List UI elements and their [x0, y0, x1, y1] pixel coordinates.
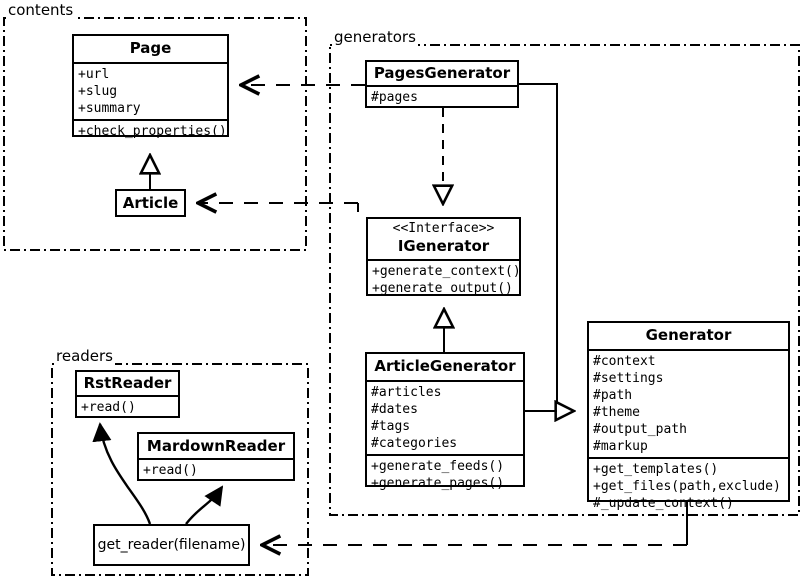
class-attributes-pages-generator: #pages [367, 85, 517, 108]
package-frame-generators [329, 44, 800, 516]
class-name-rst-reader: RstReader [83, 374, 172, 392]
attribute-row: +slug [78, 84, 118, 99]
relation-getreader-returns-rstreader [92, 422, 152, 525]
attribute-row: #articles [371, 385, 442, 400]
attribute-row: #context [593, 354, 656, 369]
attribute-row: +summary [78, 101, 141, 116]
relation-getreader-returns-mardownreader [185, 485, 224, 525]
attribute-row: #pages [371, 90, 418, 105]
relation-generators-uses-article [198, 203, 359, 212]
class-box-page[interactable]: Page +url +slug +summary +check_properti… [72, 34, 229, 139]
method-row: +generate_output() [372, 281, 513, 296]
class-stereotype-igenerator: <<Interface>> [392, 221, 495, 236]
class-methods-generator: +get_templates() +get_files(path,exclude… [589, 457, 788, 514]
relation-generator-uses-getreader [262, 502, 688, 545]
class-name-igenerator: IGenerator [397, 237, 490, 255]
method-row: +get_files(path,exclude) [593, 479, 781, 494]
package-label-contents: contents [6, 1, 76, 19]
attribute-row: #settings [593, 371, 664, 386]
package-frame-contents [3, 17, 307, 251]
class-name-page: Page [129, 39, 172, 57]
class-methods-mardown-reader: +read() [139, 458, 293, 481]
class-methods-page: +check_properties() [74, 119, 227, 142]
attribute-row: +url [78, 67, 110, 82]
package-frame-readers [51, 363, 309, 576]
class-box-rst-reader[interactable]: RstReader +read() [75, 370, 180, 418]
attribute-row: #path [593, 388, 633, 403]
attribute-row: #tags [371, 419, 411, 434]
class-box-igenerator[interactable]: <<Interface>> IGenerator +generate_conte… [366, 217, 521, 296]
package-label-generators: generators [332, 28, 418, 46]
class-box-mardown-reader[interactable]: MardownReader +read() [137, 432, 295, 481]
class-attributes-page: +url +slug +summary [74, 62, 227, 119]
attribute-row: #theme [593, 405, 640, 420]
class-box-pages-generator[interactable]: PagesGenerator #pages [365, 60, 519, 108]
class-box-generator[interactable]: Generator #context #settings #path #them… [587, 321, 790, 511]
attribute-row: #categories [371, 436, 458, 451]
class-box-article[interactable]: Article [115, 189, 186, 217]
class-methods-rst-reader: +read() [77, 395, 178, 418]
attribute-row: #output_path [593, 422, 687, 437]
method-row: +check_properties() [78, 124, 227, 139]
class-attributes-generator: #context #settings #path #theme #output_… [589, 349, 788, 457]
method-row: +get_templates() [593, 462, 719, 477]
attribute-row: #markup [593, 439, 648, 454]
class-name-generator: Generator [645, 326, 732, 344]
attribute-row: #dates [371, 402, 418, 417]
function-label-get-reader: get_reader(filename) [97, 537, 246, 553]
class-name-pages-generator: PagesGenerator [373, 64, 511, 82]
class-header-igenerator: <<Interface>> IGenerator [368, 219, 519, 259]
class-methods-igenerator: +generate_context() +generate_output() [368, 259, 521, 299]
method-row: +read() [143, 463, 198, 478]
method-row: +generate_feeds() [371, 459, 505, 474]
class-attributes-article-generator: #articles #dates #tags #categories [367, 380, 523, 454]
method-row: +generate_context() [372, 264, 521, 279]
package-label-readers: readers [54, 347, 115, 365]
class-name-article: Article [122, 194, 179, 212]
method-row: #_update_context() [593, 496, 734, 511]
method-row: +read() [81, 400, 136, 415]
class-name-mardown-reader: MardownReader [146, 437, 286, 455]
class-box-article-generator[interactable]: ArticleGenerator #articles #dates #tags … [365, 352, 525, 491]
class-name-article-generator: ArticleGenerator [374, 357, 516, 375]
class-methods-article-generator: +generate_feeds() +generate_pages() [367, 454, 523, 494]
function-box-get-reader[interactable]: get_reader(filename) [93, 524, 250, 566]
relation-pagesgenerator-inherits-generator [519, 83, 574, 411]
method-row: +generate_pages() [371, 476, 505, 491]
